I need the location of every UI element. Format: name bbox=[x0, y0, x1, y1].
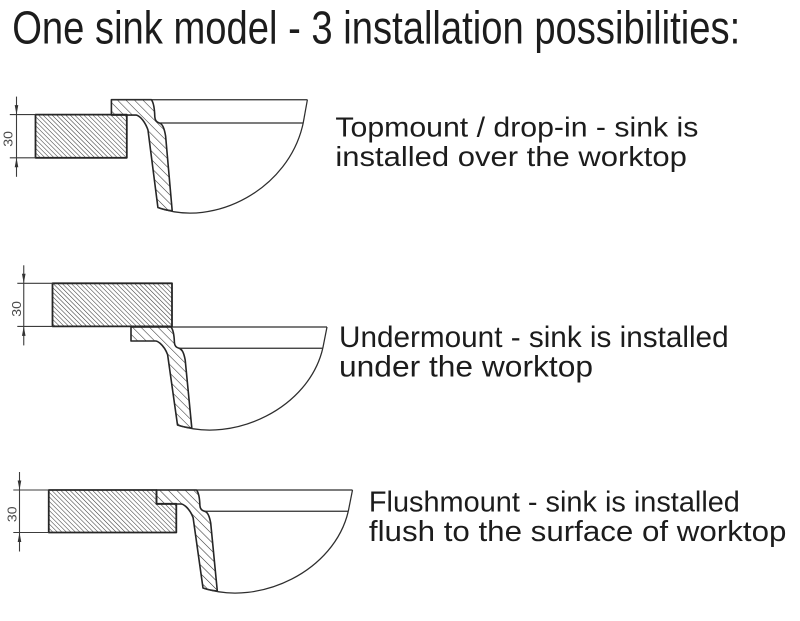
svg-text:under the worktop: under the worktop bbox=[339, 350, 593, 383]
svg-text:Topmount / drop-in - sink is: Topmount / drop-in - sink is bbox=[335, 111, 698, 142]
svg-text:flush to the surface of workto: flush to the surface of worktop bbox=[369, 516, 787, 548]
svg-text:Flushmount - sink is installed: Flushmount - sink is installed bbox=[369, 486, 740, 518]
svg-text:One sink model - 3 installatio: One sink model - 3 installation possibil… bbox=[12, 2, 740, 54]
svg-text:30: 30 bbox=[0, 131, 15, 147]
svg-text:30: 30 bbox=[9, 301, 24, 317]
svg-text:Undermount - sink is installed: Undermount - sink is installed bbox=[339, 321, 729, 354]
svg-text:30: 30 bbox=[4, 506, 19, 522]
svg-text:installed over the worktop: installed over the worktop bbox=[335, 141, 687, 172]
